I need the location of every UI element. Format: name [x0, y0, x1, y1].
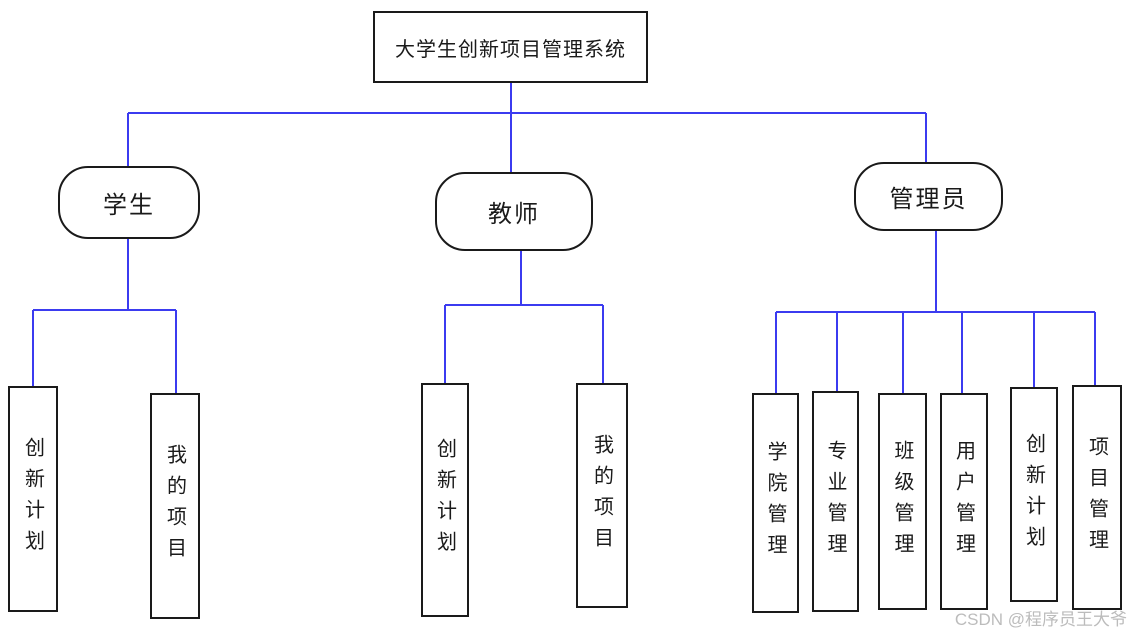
node-label: 班级管理	[891, 439, 913, 564]
node-label: 学院管理	[764, 441, 786, 565]
node-label: 用户管理	[952, 439, 975, 564]
node-student: 学生	[58, 166, 200, 239]
node-system-title: 大学生创新项目管理系统	[373, 11, 648, 83]
node-student-innovation-plan: 创新计划	[8, 386, 58, 612]
node-admin-major-mgmt: 专业管理	[812, 391, 859, 612]
node-label: 我的项目	[163, 444, 186, 568]
node-label: 创新计划	[433, 438, 456, 562]
node-student-my-projects: 我的项目	[150, 393, 200, 619]
node-label: 创新计划	[21, 437, 44, 561]
node-teacher: 教师	[435, 172, 593, 251]
node-teacher-innovation-plan: 创新计划	[421, 383, 469, 617]
node-admin-college-mgmt: 学院管理	[752, 393, 799, 613]
node-label: 大学生创新项目管理系统	[395, 38, 626, 61]
node-admin-project-mgmt: 项目管理	[1072, 385, 1122, 610]
node-admin-class-mgmt: 班级管理	[878, 393, 927, 610]
node-admin-innovation-plan: 创新计划	[1010, 387, 1058, 602]
node-label: 项目管理	[1085, 435, 1108, 560]
node-admin-user-mgmt: 用户管理	[940, 393, 988, 610]
node-admin: 管理员	[854, 162, 1003, 231]
node-label: 教师	[488, 202, 540, 228]
node-label: 专业管理	[824, 439, 846, 564]
node-label: 创新计划	[1022, 432, 1045, 557]
node-label: 我的项目	[590, 433, 613, 558]
node-teacher-my-projects: 我的项目	[576, 383, 628, 608]
node-label: 学生	[103, 193, 155, 219]
node-label: 管理员	[889, 187, 968, 213]
